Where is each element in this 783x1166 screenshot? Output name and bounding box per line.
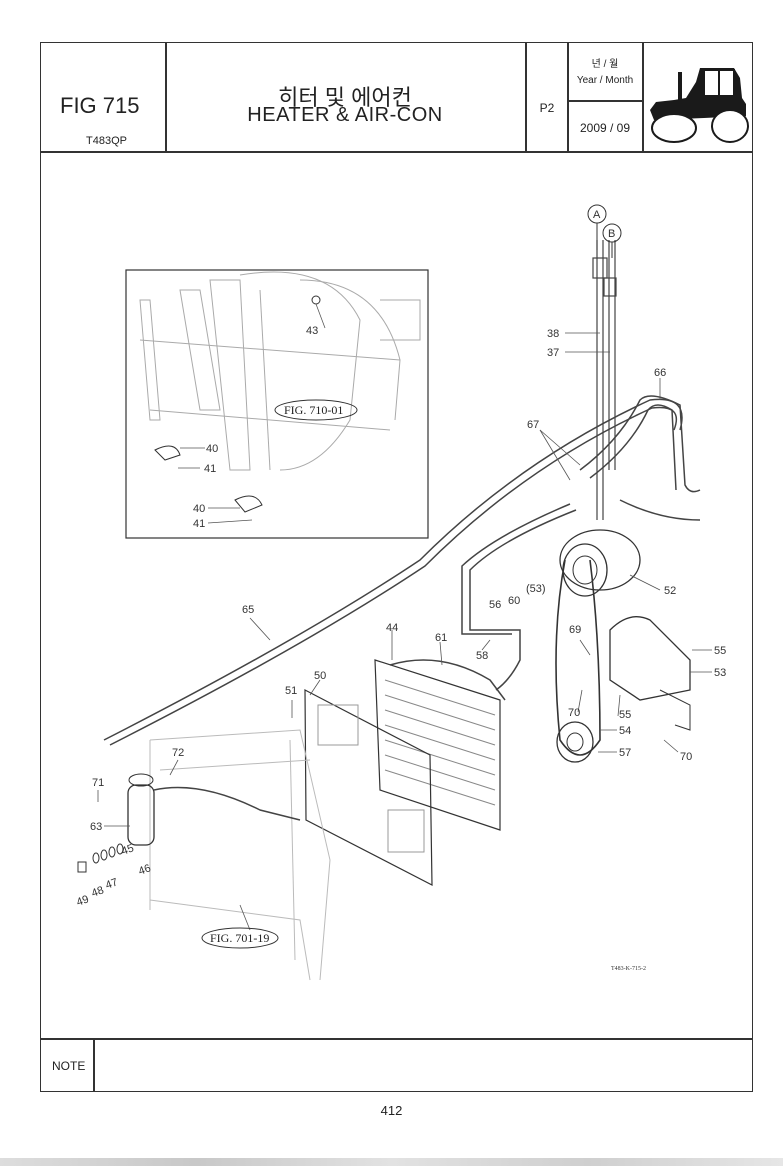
figure-ref-710-01: FIG. 710-01 [284, 403, 343, 417]
part-label: 71 [92, 777, 104, 789]
part-label: 45 [120, 842, 136, 857]
part-label: 63 [90, 821, 102, 833]
page-frame [40, 42, 753, 1092]
year-month-label-korean: 년 / 월 [591, 59, 619, 70]
part-label: 41 [193, 518, 205, 530]
part-label: 53 [714, 667, 726, 679]
page-number: 412 [380, 1103, 403, 1118]
part-label: 40 [193, 503, 205, 515]
header-divider-3 [567, 42, 569, 152]
figure-ref-oval-1 [274, 399, 358, 421]
scan-edge-strip [0, 1158, 783, 1166]
part-label: 55 [619, 709, 631, 721]
figure-ref-701-19: FIG. 701-19 [210, 931, 269, 945]
part-label: 50 [314, 670, 326, 682]
part-label: 43 [306, 325, 318, 337]
part-label: (53) [526, 583, 546, 595]
callout-b: B [608, 228, 615, 240]
part-label: 56 [489, 599, 501, 611]
part-label: 58 [476, 650, 488, 662]
note-divider [93, 1038, 95, 1092]
part-label: 67 [527, 419, 539, 431]
part-label: 51 [285, 685, 297, 697]
inset-detail-box [125, 269, 429, 539]
part-label: 65 [242, 604, 254, 616]
part-label: 60 [508, 595, 520, 607]
part-label: 57 [619, 747, 631, 759]
drawing-number: T483-K-715-2 [611, 966, 646, 972]
header-divider-2 [525, 42, 527, 152]
part-label: 54 [619, 725, 631, 737]
part-label: 48 [90, 884, 106, 899]
tractor-silhouette-icon [650, 68, 749, 143]
figure-number: FIG 715 [60, 93, 140, 118]
part-label: 47 [104, 876, 120, 891]
part-label: 55 [714, 645, 726, 657]
part-label: 72 [172, 747, 184, 759]
figure-ref-oval-2 [201, 927, 279, 949]
part-label: 61 [435, 632, 447, 644]
part-label: 70 [680, 751, 692, 763]
part-label: 52 [664, 585, 676, 597]
model-code: T483QP [86, 135, 127, 147]
title-english: HEATER & AIR-CON [247, 104, 443, 126]
note-top-divider [40, 1038, 753, 1040]
part-label: 70 [568, 707, 580, 719]
part-label: 66 [654, 367, 666, 379]
header-divider-4 [642, 42, 644, 152]
callout-a: A [593, 209, 601, 221]
header-bottom-divider [40, 151, 753, 153]
part-label: 69 [569, 624, 581, 636]
part-label: 40 [206, 443, 218, 455]
part-label: 46 [137, 862, 153, 877]
year-month-divider [567, 100, 643, 102]
part-label: 44 [386, 622, 398, 634]
title-korean: 히터 및 에어컨 [278, 85, 412, 110]
part-label: 49 [75, 893, 91, 908]
page-code: P2 [539, 101, 555, 115]
part-label: 38 [547, 328, 559, 340]
note-label: NOTE [52, 1059, 86, 1073]
year-month-value: 2009 / 09 [579, 121, 631, 135]
part-label: 37 [547, 347, 559, 359]
year-month-label-english: Year / Month [576, 75, 634, 86]
header-divider-1 [165, 42, 167, 152]
part-label: 41 [204, 463, 216, 475]
